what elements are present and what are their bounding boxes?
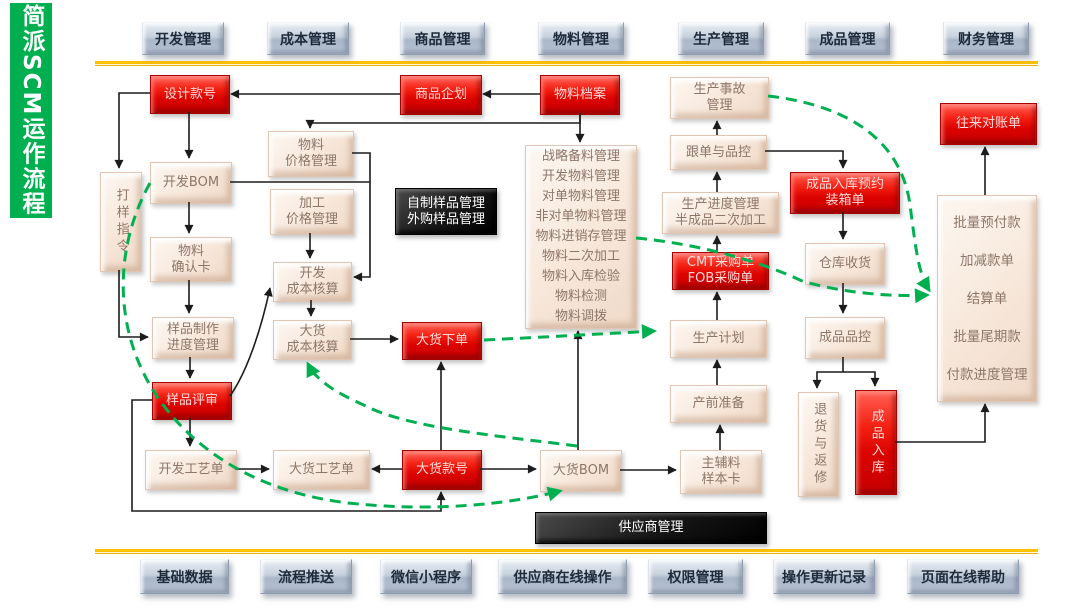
tab-production-mgmt[interactable]: 生产管理 bbox=[678, 22, 764, 55]
node-bulk-costing[interactable]: 大货 成本核算 bbox=[273, 320, 352, 360]
arrow-review-to-devcosting bbox=[229, 287, 273, 397]
node-bulk-order[interactable]: 大货下单 bbox=[402, 322, 482, 360]
node-returns-repair[interactable]: 退货与返修 bbox=[798, 392, 839, 497]
node-material-price[interactable]: 物料 价格管理 bbox=[268, 131, 354, 177]
app-title-banner: 简派SCM运作流程 bbox=[10, 3, 52, 218]
node-design-style-no[interactable]: 设计款号 bbox=[150, 75, 230, 114]
node-product-planning[interactable]: 商品企划 bbox=[400, 75, 482, 115]
arrow-materialprice-to-devcosting bbox=[352, 152, 371, 282]
top-separator-line bbox=[95, 61, 1038, 64]
node-main-aux-sample-card[interactable]: 主辅料 样本卡 bbox=[680, 450, 762, 494]
tab-product-mgmt[interactable]: 商品管理 bbox=[400, 22, 485, 55]
arrow-fgqc-to-returns bbox=[812, 357, 844, 389]
tab-operation-update-log[interactable]: 操作更新记录 bbox=[773, 559, 875, 594]
arrow-fgqc-to-inbound bbox=[843, 371, 880, 387]
tab-finance-mgmt[interactable]: 财务管理 bbox=[943, 22, 1029, 55]
node-reconciliation[interactable]: 往来对账单 bbox=[940, 103, 1037, 145]
node-fg-inbound-booking[interactable]: 成品入库预约 装箱单 bbox=[790, 172, 900, 214]
tab-supplier-online-ops[interactable]: 供应商在线操作 bbox=[498, 559, 627, 594]
tab-base-data[interactable]: 基础数据 bbox=[140, 559, 229, 594]
node-bulk-process-sheet[interactable]: 大货工艺单 bbox=[273, 450, 370, 490]
node-sample-review[interactable]: 样品评审 bbox=[152, 382, 232, 420]
node-production-accident[interactable]: 生产事故 管理 bbox=[670, 77, 769, 119]
node-sample-instruction[interactable]: 打样指令 bbox=[100, 172, 142, 272]
node-finance-functions[interactable]: 批量预付款 加减款单 结算单 批量尾期款 付款进度管理 bbox=[937, 195, 1037, 402]
tab-material-mgmt[interactable]: 物料管理 bbox=[538, 22, 624, 55]
node-fg-inbound[interactable]: 成品入库 bbox=[855, 390, 897, 495]
node-cmt-fob-po[interactable]: CMT采购单 FOB采购单 bbox=[672, 252, 769, 290]
green-bulkorder-to-productionplan bbox=[483, 324, 657, 342]
arrow-archive-to-material-price bbox=[305, 113, 581, 129]
node-pre-production[interactable]: 产前准备 bbox=[670, 385, 767, 423]
node-supplier-mgmt[interactable]: 供应商管理 bbox=[535, 512, 767, 544]
node-fg-qc[interactable]: 成品品控 bbox=[805, 317, 885, 359]
node-material-functions[interactable]: 战略备料管理 开发物料管理 对单物料管理 非对单物料管理 物料进销存管理 物料二… bbox=[525, 145, 637, 329]
node-material-confirm-card[interactable]: 物料 确认卡 bbox=[150, 237, 232, 282]
node-sample-progress[interactable]: 样品制作 进度管理 bbox=[152, 317, 234, 359]
node-production-progress[interactable]: 生产进度管理 半成品二次加工 bbox=[662, 192, 779, 234]
node-warehouse-receipt[interactable]: 仓库收货 bbox=[805, 243, 885, 285]
tab-cost-mgmt[interactable]: 成本管理 bbox=[267, 22, 349, 55]
node-dev-costing[interactable]: 开发 成本核算 bbox=[273, 262, 352, 302]
node-follow-up-qc[interactable]: 跟单与品控 bbox=[670, 135, 767, 170]
node-bulk-style-no[interactable]: 大货款号 bbox=[402, 450, 482, 490]
arrow-inbound-to-finance bbox=[895, 403, 990, 443]
tab-wechat-miniprogram[interactable]: 微信小程序 bbox=[380, 559, 472, 594]
node-sample-mgmt-black[interactable]: 自制样品管理 外购样品管理 bbox=[395, 188, 497, 235]
tab-page-online-help[interactable]: 页面在线帮助 bbox=[907, 559, 1019, 594]
tab-finished-goods-mgmt[interactable]: 成品管理 bbox=[805, 22, 890, 55]
tab-permission-mgmt[interactable]: 权限管理 bbox=[648, 559, 743, 594]
node-production-plan[interactable]: 生产计划 bbox=[670, 320, 767, 358]
arrow-qc-to-inbound-booking bbox=[765, 150, 848, 169]
tab-dev-mgmt[interactable]: 开发管理 bbox=[142, 22, 224, 55]
tab-process-push[interactable]: 流程推送 bbox=[260, 559, 352, 594]
node-dev-bom[interactable]: 开发BOM bbox=[150, 162, 232, 204]
node-process-price[interactable]: 加工 价格管理 bbox=[270, 189, 354, 235]
bottom-separator-line bbox=[95, 549, 1038, 552]
node-bulk-bom[interactable]: 大货BOM bbox=[540, 450, 622, 492]
arrow-instruction-to-progress bbox=[118, 270, 149, 342]
node-material-archive[interactable]: 物料档案 bbox=[540, 75, 620, 115]
arrow-design-to-sample-instruction bbox=[114, 92, 150, 169]
green-bulkbom-to-bulkcosting bbox=[306, 361, 578, 448]
node-dev-process-sheet[interactable]: 开发工艺单 bbox=[145, 450, 237, 490]
